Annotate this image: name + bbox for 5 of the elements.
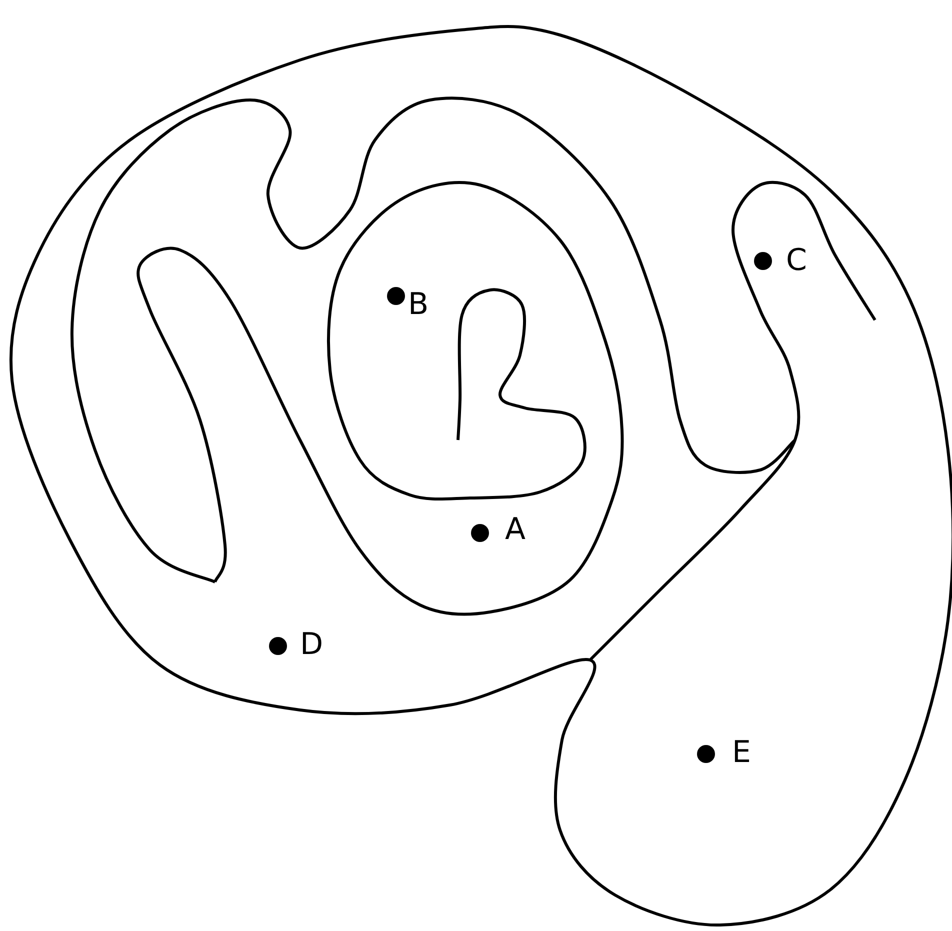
point-label: B xyxy=(408,290,429,320)
point-label: A xyxy=(505,515,526,545)
point-label: C xyxy=(786,246,807,276)
point-label: E xyxy=(732,738,751,768)
point-label: D xyxy=(300,630,324,660)
